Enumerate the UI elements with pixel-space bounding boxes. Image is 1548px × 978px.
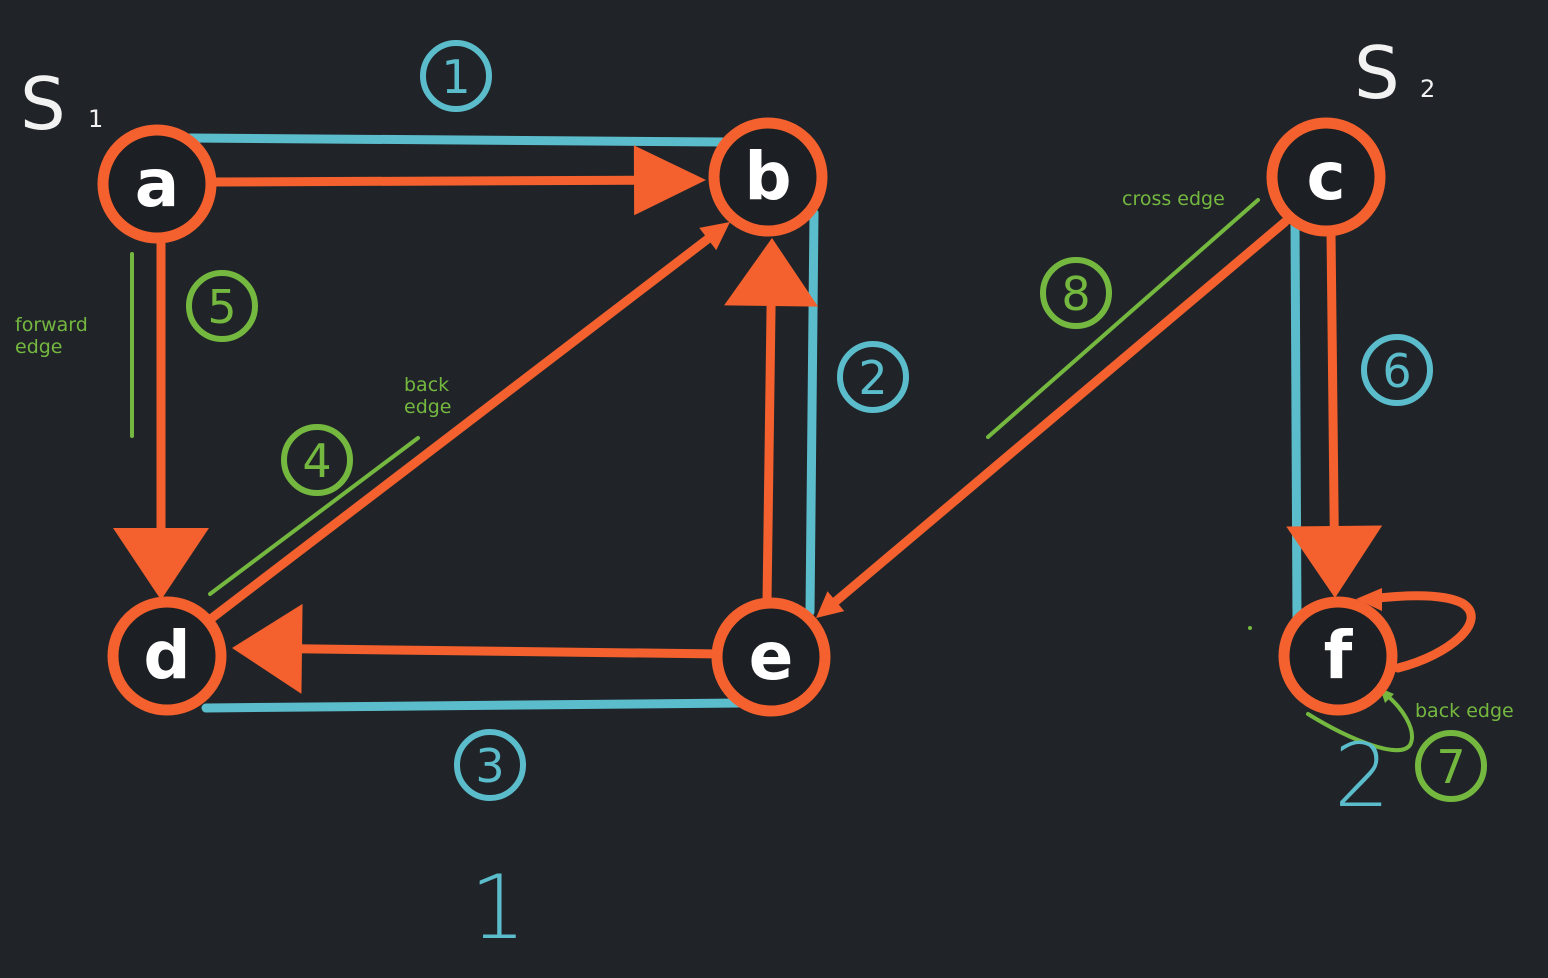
badge-ring bbox=[281, 424, 353, 496]
source-label-s1: S 1 bbox=[20, 62, 103, 146]
annotation-cross-edge: cross edge bbox=[1122, 188, 1225, 210]
annotation-text: back bbox=[404, 374, 449, 396]
node-label: d bbox=[143, 617, 190, 694]
edge-line bbox=[207, 175, 643, 187]
tree-edge-a-b bbox=[185, 133, 729, 147]
visit-order-4: 4 bbox=[281, 424, 353, 496]
edge-f-f bbox=[1356, 588, 1476, 673]
badge-number: 3 bbox=[475, 739, 504, 793]
node-circle bbox=[97, 124, 217, 244]
node-c: c bbox=[1266, 117, 1386, 237]
visit-order-1: 1 bbox=[420, 40, 492, 112]
node-d: d bbox=[107, 596, 227, 716]
edge-c-e bbox=[816, 217, 1290, 618]
node-circle bbox=[708, 117, 828, 237]
badge-number: 8 bbox=[1061, 267, 1090, 321]
badge-ring bbox=[186, 270, 258, 342]
badge-number: 4 bbox=[302, 434, 331, 488]
annotation-text: forward bbox=[15, 314, 88, 336]
badge-ring bbox=[1040, 257, 1112, 329]
tree-edge-c-f bbox=[1290, 215, 1302, 627]
edge-arrowhead bbox=[724, 238, 819, 307]
badge-ring bbox=[454, 729, 526, 801]
badge-ring bbox=[837, 341, 909, 413]
badge-number: 7 bbox=[1436, 740, 1465, 794]
node-e: e bbox=[711, 597, 831, 717]
annotation-text: edge bbox=[15, 336, 63, 358]
edge-line bbox=[1326, 227, 1339, 535]
edge-e-b bbox=[724, 238, 819, 607]
edge-line bbox=[293, 644, 727, 659]
node-label: b bbox=[744, 138, 791, 215]
source-subscript: 1 bbox=[88, 105, 103, 133]
source-label-s2: S 2 bbox=[1354, 31, 1435, 115]
visit-order-6: 6 bbox=[1361, 334, 1433, 406]
node-label: e bbox=[749, 618, 794, 695]
edge-line bbox=[762, 297, 776, 607]
edge-arrowhead bbox=[232, 603, 303, 694]
badge-ring bbox=[420, 40, 492, 112]
edge-c-f bbox=[1286, 227, 1383, 598]
source-subscript: 2 bbox=[1420, 75, 1435, 103]
badge-ring bbox=[1361, 334, 1433, 406]
edge-arrowhead bbox=[113, 528, 209, 600]
edge-e-d bbox=[232, 603, 727, 694]
node-circle bbox=[107, 596, 227, 716]
graph-nodes: a b c d e f bbox=[97, 117, 1398, 717]
edge-a-d bbox=[113, 233, 209, 600]
visit-order-8: 8 bbox=[1040, 257, 1112, 329]
visit-order-3: 3 bbox=[454, 729, 526, 801]
graph-edges bbox=[113, 145, 1476, 694]
annotation-forward-edge: forward edge bbox=[15, 314, 88, 358]
node-f: f bbox=[1278, 596, 1398, 716]
badge-ring bbox=[1415, 730, 1487, 802]
visit-order-5: 5 bbox=[186, 270, 258, 342]
source-letter: S bbox=[1354, 31, 1400, 115]
node-label: a bbox=[135, 145, 180, 222]
annotation-back-edge-ff: back edge bbox=[1415, 700, 1514, 722]
edge-line bbox=[1365, 591, 1476, 673]
node-label: f bbox=[1324, 617, 1354, 694]
node-label: c bbox=[1306, 138, 1345, 215]
tree-edge-e-d bbox=[201, 698, 747, 713]
edge-d-b bbox=[207, 222, 730, 623]
visit-order-badges: 1 2 3 4 5 6 7 8 bbox=[186, 40, 1487, 802]
node-circle bbox=[711, 597, 831, 717]
annotation-back-edge-db: back edge bbox=[404, 374, 452, 418]
visit-order-2: 2 bbox=[837, 341, 909, 413]
visit-order-7: 7 bbox=[1415, 730, 1487, 802]
source-letter: S bbox=[20, 62, 66, 146]
badge-number: 2 bbox=[858, 351, 887, 405]
node-circle bbox=[1266, 117, 1386, 237]
annotation-text: edge bbox=[404, 396, 452, 418]
edge-line bbox=[828, 217, 1290, 609]
node-b: b bbox=[708, 117, 828, 237]
badge-number: 6 bbox=[1382, 344, 1411, 398]
tree-edges bbox=[185, 133, 1302, 713]
node-circle bbox=[1278, 596, 1398, 716]
edge-arrowhead bbox=[816, 591, 845, 618]
badge-number: 1 bbox=[441, 50, 470, 104]
edge-a-b bbox=[207, 145, 706, 216]
tree-label-1: 1 bbox=[470, 856, 526, 959]
badge-number: 5 bbox=[207, 280, 236, 334]
stray-dot bbox=[1248, 626, 1252, 630]
edge-arrowhead bbox=[699, 222, 730, 251]
tree-edge-b-e bbox=[805, 208, 819, 617]
back-edge-line-db bbox=[208, 436, 420, 596]
cross-edge-line bbox=[986, 198, 1260, 439]
back-edge-loop-ff bbox=[1306, 692, 1414, 753]
edge-arrowhead bbox=[633, 145, 706, 216]
node-a: a bbox=[97, 124, 217, 244]
edge-arrowhead bbox=[1286, 525, 1383, 598]
edge-arrowhead bbox=[1356, 588, 1382, 611]
edge-line bbox=[207, 232, 716, 623]
tree-label-2: 2 bbox=[1334, 724, 1390, 827]
